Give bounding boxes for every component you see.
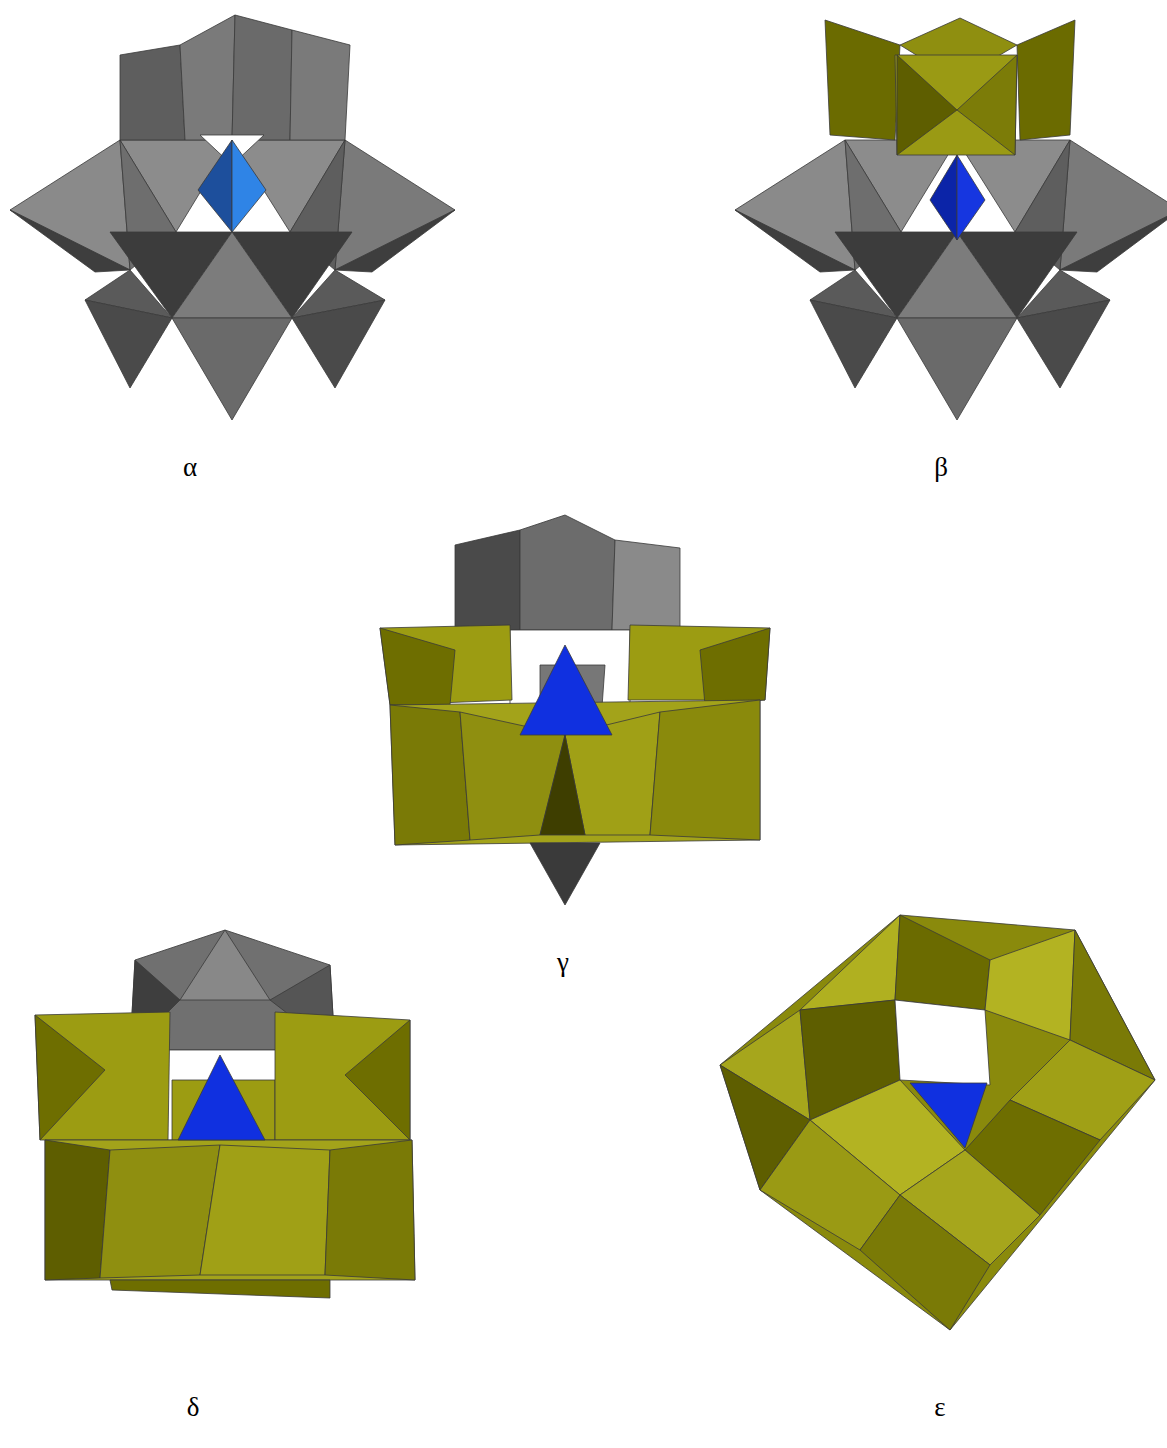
polyhedron-facet (35, 1015, 105, 1140)
polyhedron-facet (895, 915, 990, 1010)
polyhedron-facet (520, 645, 612, 735)
polyhedron-facet (275, 1012, 410, 1140)
polyhedron-facet (35, 1012, 170, 1140)
polyhedron-facet (540, 735, 585, 835)
polyhedron-facet (232, 140, 266, 232)
polyhedron-facet (735, 140, 1167, 420)
polyhedron-facet (650, 700, 760, 840)
isomer-label: ε (934, 1394, 945, 1421)
polyhedron-facet (800, 915, 900, 1010)
isomer-label: α (183, 454, 197, 481)
alpha-isomer (10, 15, 455, 420)
beta-isomer (735, 18, 1167, 420)
polyhedron-facet (455, 530, 520, 630)
epsilon-isomer (720, 915, 1155, 1330)
polyhedron-facet (985, 930, 1075, 1040)
polyhedron-facet (110, 1280, 330, 1298)
polyhedron-facet (380, 628, 455, 705)
polyhedron-facet (612, 540, 680, 630)
polyhedron-facet (45, 1140, 110, 1280)
polyhedron-facet (700, 628, 770, 705)
isomer-label: γ (557, 949, 569, 976)
polyhedron-facet (165, 1050, 280, 1140)
polyhedron-facet (345, 1020, 410, 1140)
polyhedron-facet (380, 625, 512, 705)
polyhedron-facet (178, 1055, 265, 1140)
polyhedron-facet (325, 1140, 415, 1280)
polyhedron-facet (897, 55, 957, 155)
polyhedron-facet (120, 45, 185, 140)
polyhedron-facet (520, 515, 615, 630)
polyhedron-facet (895, 1000, 990, 1085)
isomer-label: δ (187, 1394, 200, 1421)
polyhedron-facet (860, 1195, 990, 1330)
polyhedron-facet (232, 15, 292, 140)
polyhedron-facet (45, 1140, 415, 1280)
gamma-isomer (380, 515, 770, 905)
polyhedron-facet (930, 155, 957, 240)
polyhedron-facet (390, 705, 470, 845)
polyhedron-facet (720, 915, 1155, 1330)
polyhedron-facet (10, 140, 455, 420)
isomer-label: β (934, 454, 948, 481)
polyhedron-facet (1017, 20, 1075, 140)
polyhedron-facet (290, 30, 350, 140)
polyhedron-facet (180, 15, 235, 140)
polyhedron-facet (957, 155, 985, 240)
polyhedron-facet (200, 1145, 330, 1275)
polyhedron-facet (100, 1145, 220, 1278)
polyhedron-facet (825, 20, 900, 140)
polyhedron-facet (530, 843, 600, 905)
polyhedron-facet (198, 140, 232, 232)
delta-isomer (35, 930, 415, 1298)
polyhedron-facet (957, 55, 1017, 155)
polyhedron-facet (895, 55, 1017, 155)
polyhedron-facet (180, 930, 270, 1000)
polyhedron-facet (910, 1083, 987, 1148)
